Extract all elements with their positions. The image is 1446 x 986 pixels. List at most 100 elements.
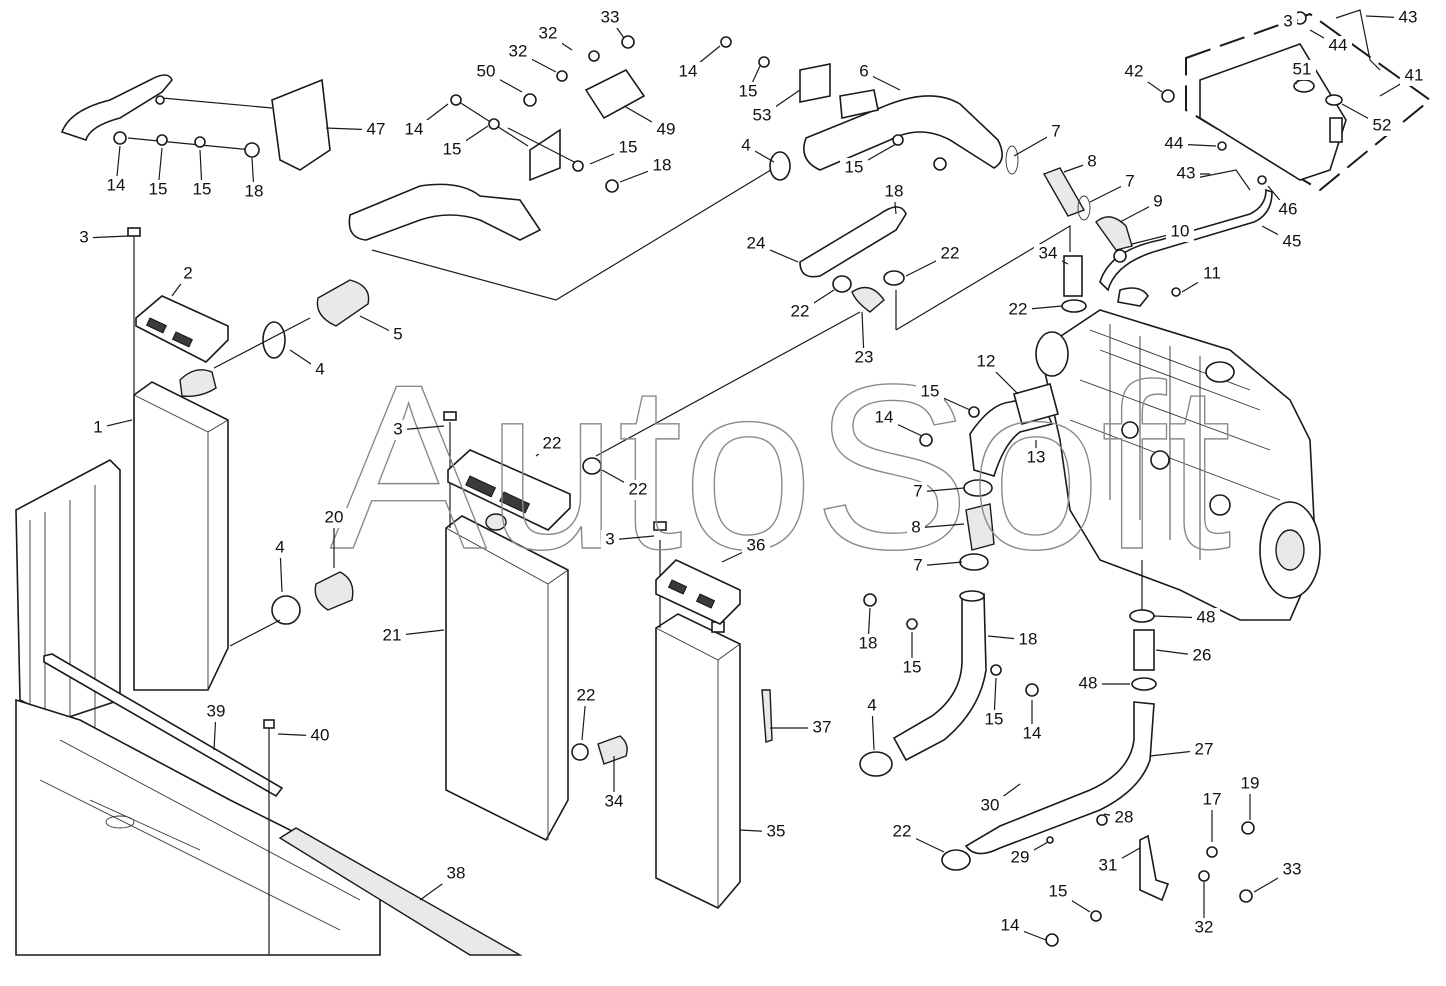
bracket-21 bbox=[447, 449, 571, 531]
callout-bg-33 bbox=[1278, 860, 1306, 880]
callout-bg-15 bbox=[144, 180, 172, 200]
callout-7: 7 bbox=[1051, 121, 1060, 140]
callout-bg-22 bbox=[888, 822, 916, 842]
callout-33: 33 bbox=[1283, 859, 1302, 878]
callout-bg-38 bbox=[442, 864, 470, 884]
callout-bg-14 bbox=[102, 176, 130, 196]
strip-38 bbox=[278, 827, 523, 956]
callout-15: 15 bbox=[739, 81, 758, 100]
callout-51: 51 bbox=[1293, 59, 1312, 78]
callout-bg-32 bbox=[534, 24, 562, 44]
hose-43a bbox=[1335, 9, 1381, 71]
callout-bg-13 bbox=[1022, 448, 1050, 468]
callout-bg-39 bbox=[202, 702, 230, 722]
callout-bg-34 bbox=[600, 792, 628, 812]
callout-14: 14 bbox=[1023, 723, 1042, 742]
callout-41: 41 bbox=[1405, 65, 1424, 84]
callout-15: 15 bbox=[921, 381, 940, 400]
callout-47: 47 bbox=[367, 119, 386, 138]
callout-15: 15 bbox=[149, 179, 168, 198]
hose-9 bbox=[1095, 216, 1133, 251]
callout-bg-17 bbox=[1198, 790, 1226, 810]
clamp-22e bbox=[582, 457, 602, 475]
callout-46: 46 bbox=[1279, 199, 1298, 218]
callout-bg-52 bbox=[1368, 116, 1396, 136]
callout-15: 15 bbox=[985, 709, 1004, 728]
callout-2: 2 bbox=[183, 263, 192, 282]
callout-4: 4 bbox=[315, 359, 324, 378]
elbow-23 bbox=[851, 286, 885, 313]
callout-bg-32 bbox=[504, 42, 532, 62]
callout-bg-45 bbox=[1278, 232, 1306, 252]
callout-39: 39 bbox=[207, 701, 226, 720]
reservoir-tank bbox=[1199, 43, 1347, 181]
callout-31: 31 bbox=[1099, 855, 1118, 874]
callout-bg-31 bbox=[1094, 856, 1122, 876]
callout-bg-14 bbox=[870, 408, 898, 428]
callout-bg-23 bbox=[850, 348, 878, 368]
callout-43: 43 bbox=[1177, 163, 1196, 182]
callout-35: 35 bbox=[767, 821, 786, 840]
callout-43: 43 bbox=[1399, 7, 1418, 26]
callout-3: 3 bbox=[605, 529, 614, 548]
callout-22: 22 bbox=[1009, 299, 1028, 318]
callout-bg-21 bbox=[378, 626, 406, 646]
callout-26: 26 bbox=[1193, 645, 1212, 664]
callout-bg-3 bbox=[75, 228, 93, 248]
intercooler-1 bbox=[127, 227, 229, 691]
callout-9: 9 bbox=[1153, 191, 1162, 210]
callout-bg-29 bbox=[1006, 848, 1034, 868]
callout-20: 20 bbox=[325, 507, 344, 526]
callout-bg-44 bbox=[1324, 36, 1352, 56]
callout-bg-48 bbox=[1074, 674, 1102, 694]
callout-49: 49 bbox=[657, 119, 676, 138]
callout-bg-7 bbox=[1121, 172, 1139, 192]
callout-3: 3 bbox=[1283, 11, 1292, 30]
routing-line-1 bbox=[371, 167, 775, 301]
callout-21: 21 bbox=[383, 625, 402, 644]
bar-39 bbox=[43, 653, 284, 798]
callout-11: 11 bbox=[1203, 263, 1221, 282]
engine-block bbox=[1035, 287, 1321, 621]
callout-38: 38 bbox=[447, 863, 466, 882]
callout-52: 52 bbox=[1373, 115, 1392, 134]
callout-bg-50 bbox=[472, 62, 500, 82]
callout-27: 27 bbox=[1195, 739, 1214, 758]
bracket-36 bbox=[655, 559, 741, 625]
callout-bg-20 bbox=[320, 508, 348, 528]
callout-bg-11 bbox=[1198, 264, 1226, 284]
callout-bg-40 bbox=[306, 726, 334, 746]
pipe-24 bbox=[799, 206, 907, 278]
callout-bg-2 bbox=[179, 264, 197, 284]
callout-44: 44 bbox=[1165, 133, 1184, 152]
callout-15: 15 bbox=[903, 657, 922, 676]
callout-bg-22 bbox=[786, 302, 814, 322]
callout-bg-7 bbox=[909, 482, 927, 502]
callout-bg-43 bbox=[1172, 164, 1200, 184]
callout-bg-6 bbox=[855, 62, 873, 82]
callout-bg-4 bbox=[311, 360, 329, 380]
callout-8: 8 bbox=[1087, 151, 1096, 170]
callout-15: 15 bbox=[845, 157, 864, 176]
callout-22: 22 bbox=[543, 433, 562, 452]
callout-15: 15 bbox=[619, 137, 638, 156]
callout-bg-30 bbox=[976, 796, 1004, 816]
callout-40: 40 bbox=[311, 725, 330, 744]
radiator-frame bbox=[15, 459, 381, 956]
callout-14: 14 bbox=[875, 407, 894, 426]
clamp-22a bbox=[832, 275, 852, 293]
callout-13: 13 bbox=[1027, 447, 1046, 466]
callout-22: 22 bbox=[941, 243, 960, 262]
bracket-31 bbox=[1139, 834, 1170, 902]
callout-bg-15 bbox=[840, 158, 868, 178]
callout-10: 10 bbox=[1171, 221, 1190, 240]
callout-30: 30 bbox=[981, 795, 1000, 814]
callout-18: 18 bbox=[1019, 629, 1038, 648]
callout-bg-37 bbox=[808, 718, 836, 738]
callout-bg-22 bbox=[624, 480, 652, 500]
callout-bg-14 bbox=[674, 62, 702, 82]
callout-45: 45 bbox=[1283, 231, 1302, 250]
callout-32: 32 bbox=[539, 23, 558, 42]
callout-bg-14 bbox=[400, 120, 428, 140]
callout-53: 53 bbox=[753, 105, 772, 124]
